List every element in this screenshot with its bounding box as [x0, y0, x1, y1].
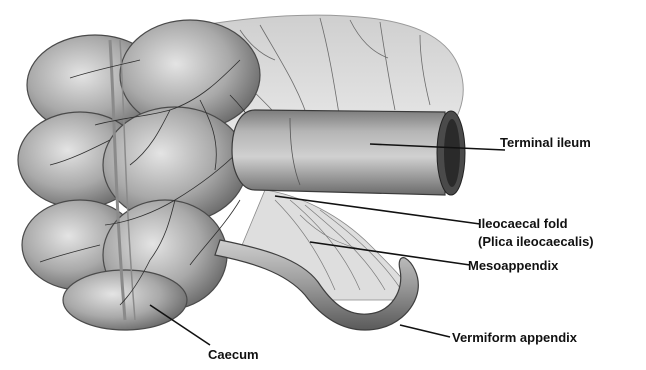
label-plica-ileocaecalis: (Plica ileocaecalis) [478, 233, 594, 250]
terminal-ileum-tube [232, 110, 465, 195]
label-ileocaecal-fold: Ileocaecal fold [478, 215, 568, 232]
label-mesoappendix: Mesoappendix [468, 257, 558, 274]
label-vermiform-appendix: Vermiform appendix [452, 329, 577, 346]
label-caecum: Caecum [208, 346, 259, 363]
leader-vermiform-appendix [400, 325, 450, 337]
label-terminal-ileum: Terminal ileum [500, 134, 591, 151]
caecum-colon [18, 20, 260, 330]
